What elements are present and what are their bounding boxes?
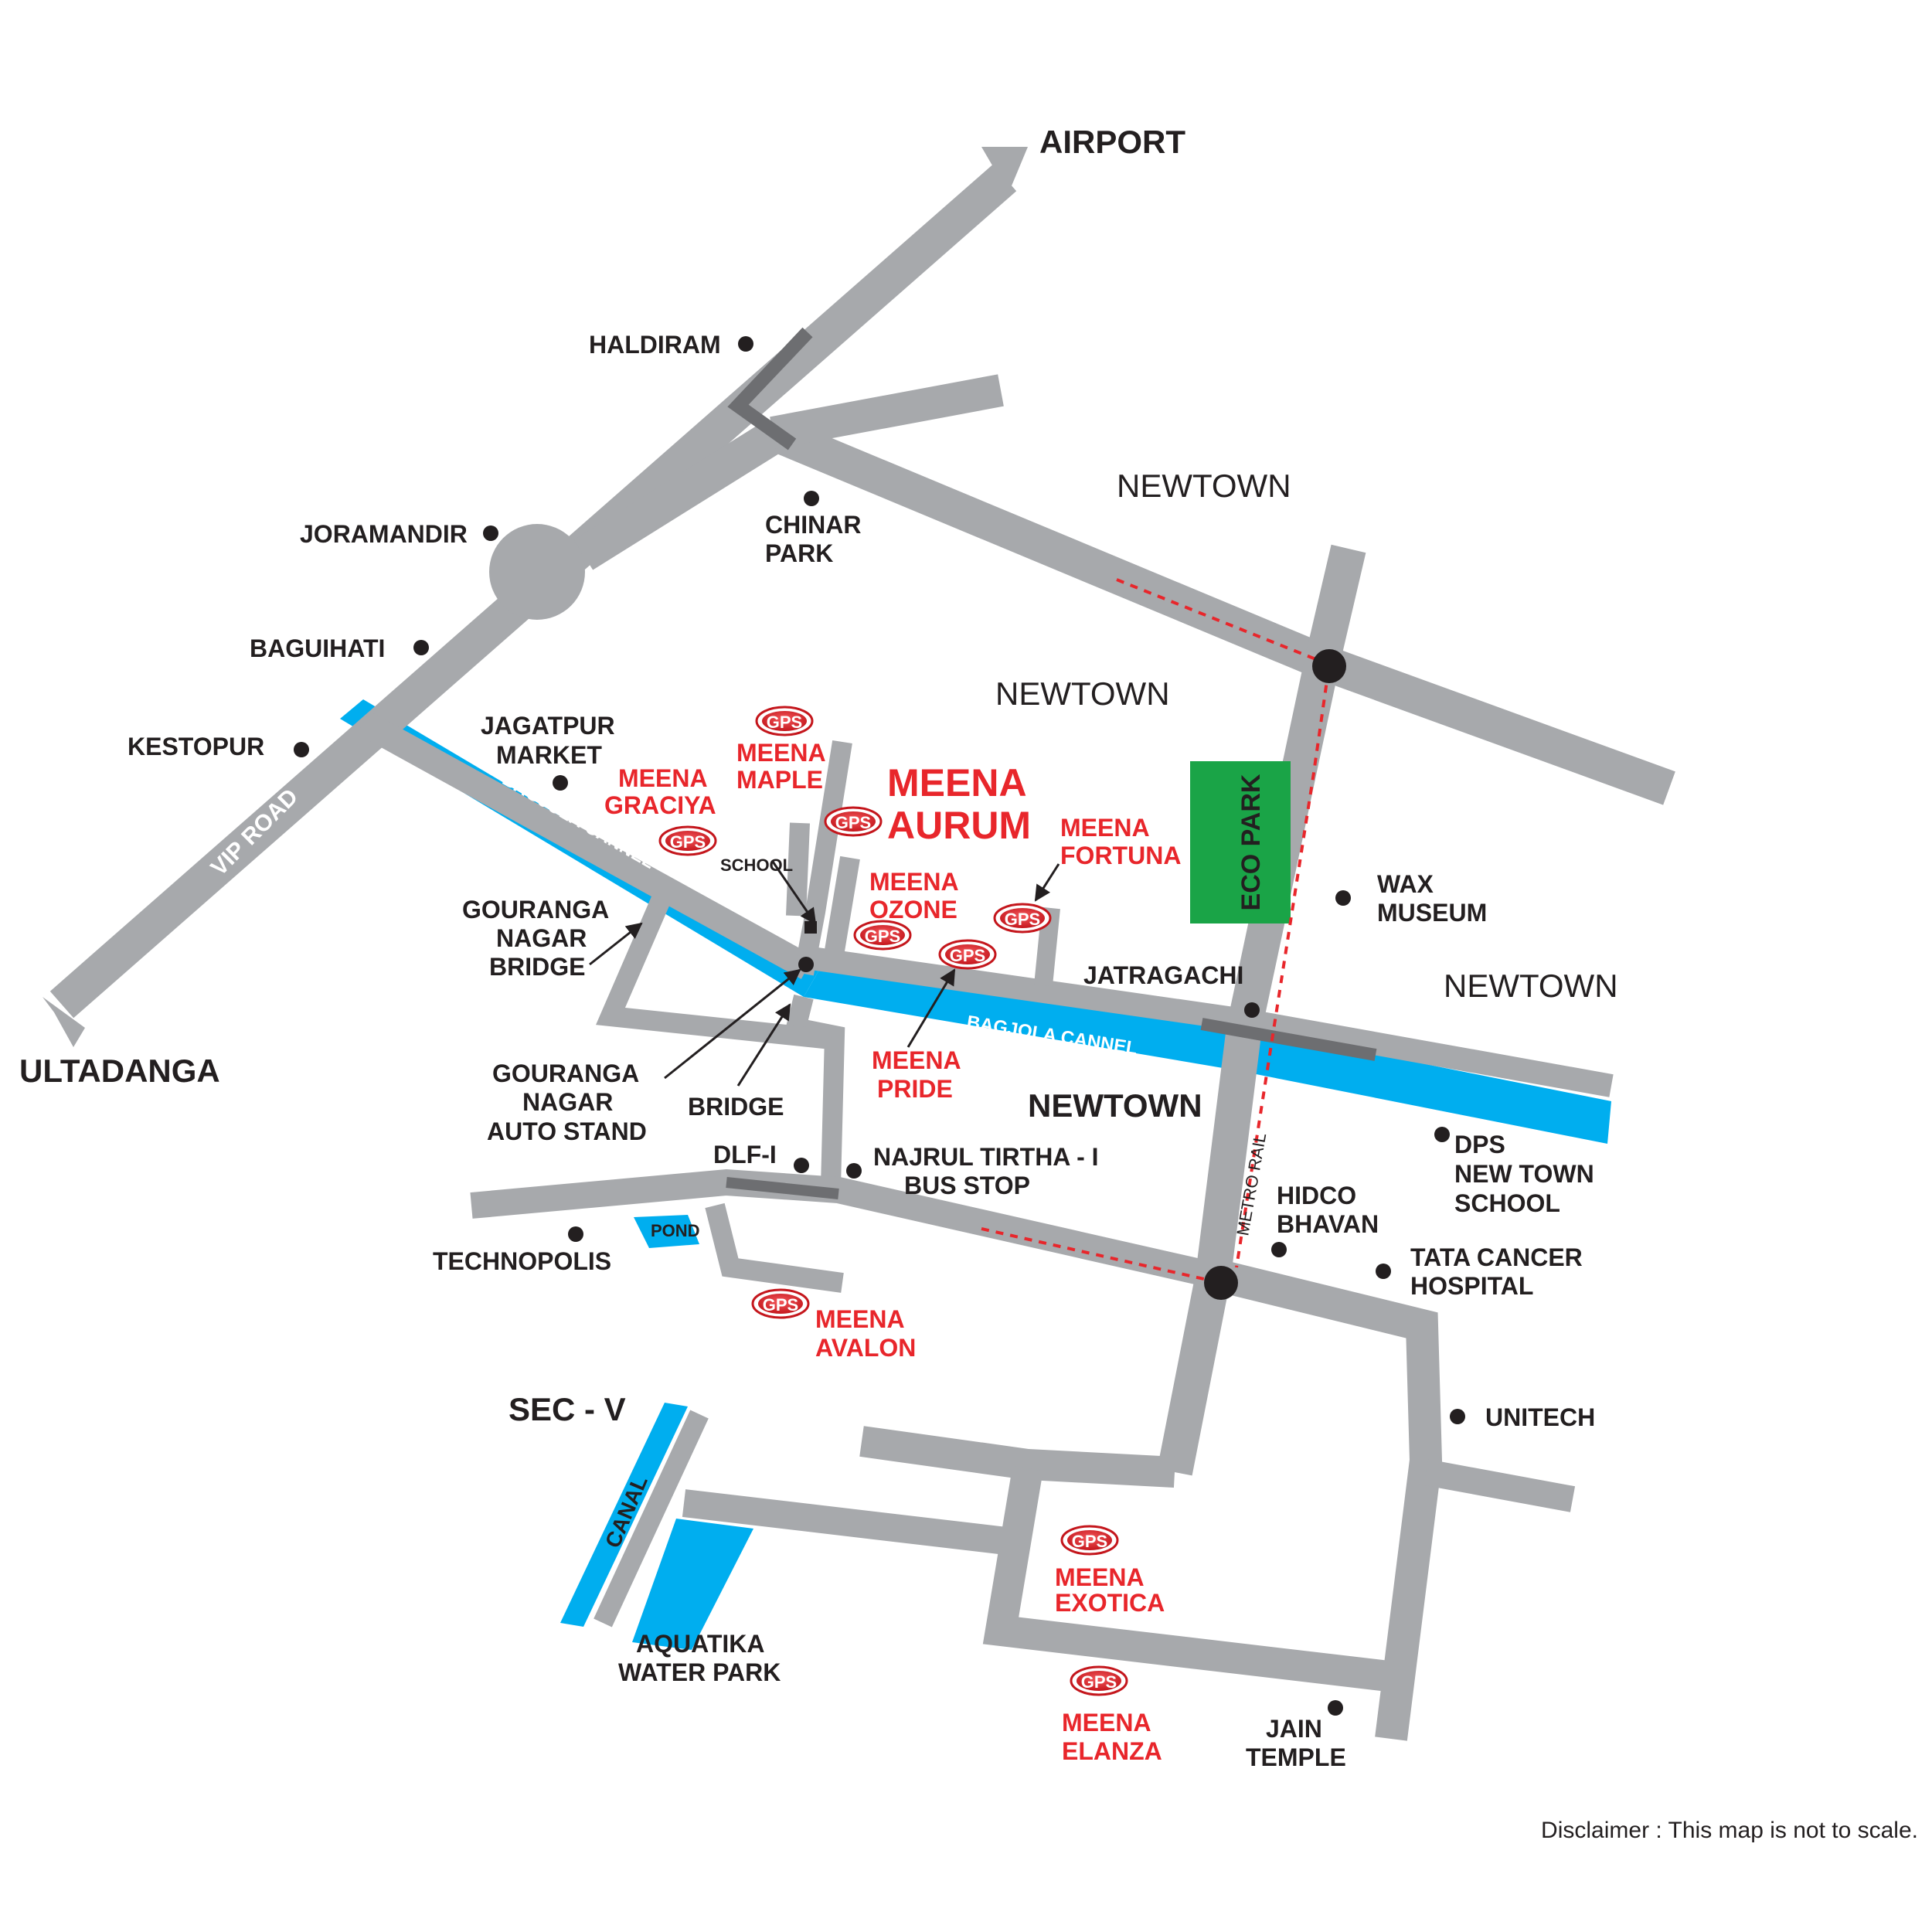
vip-road-label: VIP ROAD [206,784,304,881]
project-graciya-1: MEENA [618,764,708,792]
gps-badge-text: GPS [1072,1532,1107,1551]
meena-aurum-title: MEENA AURUM [887,761,1031,847]
landmark-unitech: UNITECH [1485,1403,1595,1431]
landmark-wax-museum-1: WAX [1377,870,1434,898]
landmark-aquatika-1: AQUATIKA [636,1630,765,1658]
landmark-chinar-park-1: CHINAR [765,511,861,539]
gps-badge-text: GPS [1005,910,1040,929]
project-pride-2: PRIDE [877,1075,953,1103]
area-newtown-4: NEWTOWN [1028,1087,1202,1124]
gps-badge-text: GPS [767,713,802,732]
landmark-aquatika-2: WATER PARK [618,1658,781,1686]
landmark-dps-3: SCHOOL [1454,1189,1560,1217]
landmark-chinar-park-2: PARK [765,539,833,567]
pond [634,1215,699,1248]
eco-park-label: ECO PARK [1236,774,1266,910]
gps-badge-text: GPS [835,813,871,832]
area-sec-v: SEC - V [509,1391,626,1427]
landmark-dots [294,336,1465,1716]
gps-badge-text: GPS [865,927,900,946]
landmark-najrul-2: BUS STOP [904,1172,1030,1199]
project-graciya-2: GRACIYA [604,791,716,819]
landmark-dlf: DLF-I [713,1141,777,1168]
landmark-gouranga-bridge-3: BRIDGE [489,953,585,981]
area-ultadanga: ULTADANGA [19,1053,220,1089]
aquatika-water-park-area [632,1519,753,1650]
project-maple-1: MEENA [736,739,826,767]
landmark-jagatpur-2: MARKET [496,741,602,769]
landmark-hidco-1: HIDCO [1277,1182,1356,1209]
metro-station-dot [1204,1266,1238,1300]
landmark-jain-1: JAIN [1266,1715,1322,1743]
landmark-jagatpur-1: JAGATPUR [481,712,615,740]
project-title-line1: MEENA [887,761,1027,804]
area-airport: AIRPORT [1039,124,1185,160]
project-fortuna-1: MEENA [1060,814,1150,842]
gps-badge-text: GPS [1081,1672,1117,1692]
pond-label: POND [651,1221,700,1240]
landmark-school: SCHOOL [720,855,793,875]
metro-rail-line [981,578,1346,1300]
landmark-najrul-1: NAJRUL TIRTHA - I [873,1143,1099,1171]
gps-logo-badges: GPS GPS GPS GPS GPS GPS GPS GPS GPS [658,706,1128,1696]
gps-badge-text: GPS [950,946,985,965]
landmark-technopolis: TECHNOPOLIS [433,1247,611,1275]
metro-station-dot [1312,649,1346,683]
landmark-dps-1: DPS [1454,1131,1505,1158]
landmark-baguihati: BAGUIHATI [250,634,385,662]
landmark-hidco-2: BHAVAN [1277,1210,1379,1238]
landmark-jain-2: TEMPLE [1246,1743,1346,1771]
project-exotica-2: EXOTICA [1055,1589,1165,1617]
landmark-dps-2: NEW TOWN [1454,1160,1594,1188]
project-exotica-1: MEENA [1055,1563,1145,1591]
project-ozone-2: OZONE [869,896,957,923]
landmark-joramandir: JORAMANDIR [300,520,468,548]
area-newtown-3: NEWTOWN [1444,968,1618,1004]
landmark-gouranga-auto-3: AUTO STAND [487,1117,647,1145]
project-elanza-2: ELANZA [1062,1737,1162,1765]
gps-badge-text: GPS [670,832,706,852]
landmark-gouranga-auto-1: GOURANGA [492,1060,639,1087]
landmark-gouranga-auto-2: NAGAR [522,1088,613,1116]
project-ozone-1: MEENA [869,868,959,896]
pointer-arrows [589,861,1060,1087]
project-maple-2: MAPLE [736,766,823,794]
landmark-bridge: BRIDGE [688,1093,784,1121]
landmark-gouranga-bridge-1: GOURANGA [462,896,609,923]
landmark-gouranga-bridge-2: NAGAR [496,924,587,952]
landmark-haldiram: HALDIRAM [589,331,721,359]
project-title-line2: AURUM [887,804,1031,847]
project-fortuna-2: FORTUNA [1060,842,1181,869]
disclaimer: Disclaimer : This map is not to scale. [1541,1818,1918,1843]
project-avalon-1: MEENA [815,1305,905,1333]
landmark-jatragachi: JATRAGACHI [1083,961,1243,989]
eco-park: ECO PARK [1190,761,1291,923]
flyovers [726,327,1377,1199]
landmark-kestopur: KESTOPUR [128,733,264,760]
project-elanza-1: MEENA [1062,1709,1151,1736]
roads [43,147,1675,1741]
landmark-wax-museum-2: MUSEUM [1377,899,1487,927]
landmark-tata-2: HOSPITAL [1410,1272,1533,1300]
landmark-tata-1: TATA CANCER [1410,1243,1583,1271]
project-pride-1: MEENA [872,1046,961,1074]
project-avalon-2: AVALON [815,1334,916,1362]
area-newtown-2: NEWTOWN [995,675,1170,712]
gps-badge-text: GPS [763,1295,798,1315]
sec-v-canal [560,1403,688,1627]
area-newtown-1: NEWTOWN [1117,468,1291,504]
